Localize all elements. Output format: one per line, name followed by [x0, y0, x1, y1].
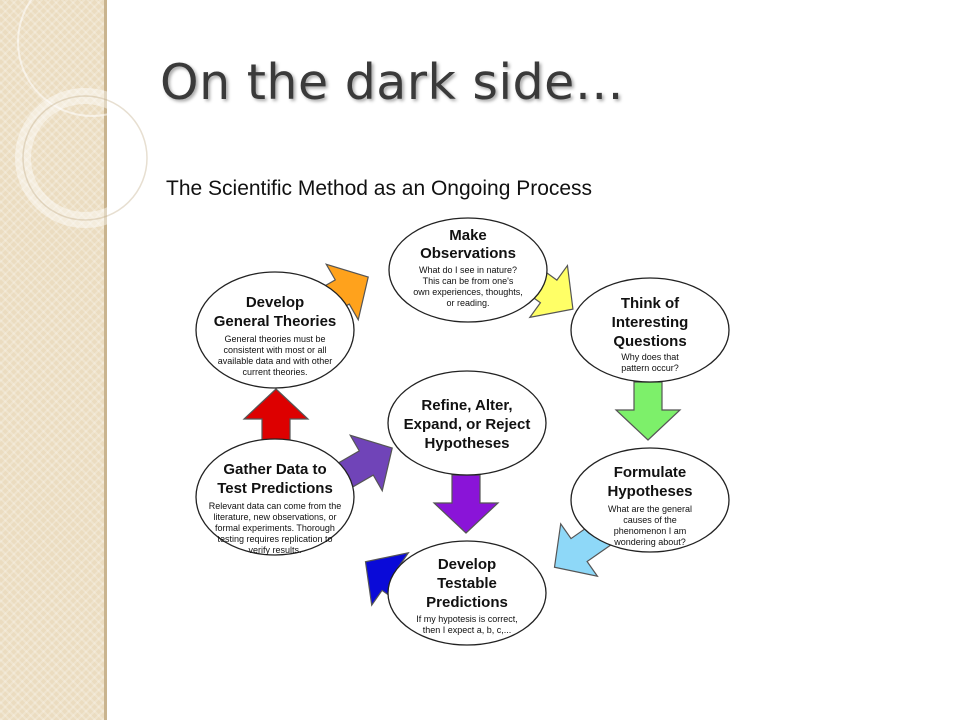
arrow-questions-to-hypotheses	[614, 381, 682, 441]
sidebar-edge-line	[104, 0, 107, 720]
svg-text:What do I see in nature?This c: What do I see in nature?This can be from…	[413, 265, 523, 308]
svg-text:Refine, Alter,Expand, or Rejec: Refine, Alter,Expand, or RejectHypothese…	[404, 397, 531, 452]
decorative-rings	[15, 0, 150, 228]
arrow-gather-to-theories	[242, 388, 310, 448]
svg-text:If my hypotesis is correct,the: If my hypotesis is correct,then I expect…	[416, 614, 518, 635]
node-think-questions	[570, 277, 730, 383]
node-refine-hypotheses	[387, 370, 547, 476]
node-gather-data	[195, 438, 355, 556]
slide-title: On the dark side…	[160, 54, 625, 111]
node-develop-predictions	[387, 540, 547, 646]
svg-text:Relevant data can come from th: Relevant data can come from theliteratur…	[209, 501, 342, 555]
node-formulate-hypotheses	[570, 447, 730, 553]
arrow-refine-to-predictions	[432, 474, 500, 534]
diagram-title: The Scientific Method as an Ongoing Proc…	[166, 177, 592, 200]
decorative-sidebar	[0, 0, 104, 720]
node-develop-theories	[195, 271, 355, 389]
node-make-observations	[388, 217, 548, 323]
